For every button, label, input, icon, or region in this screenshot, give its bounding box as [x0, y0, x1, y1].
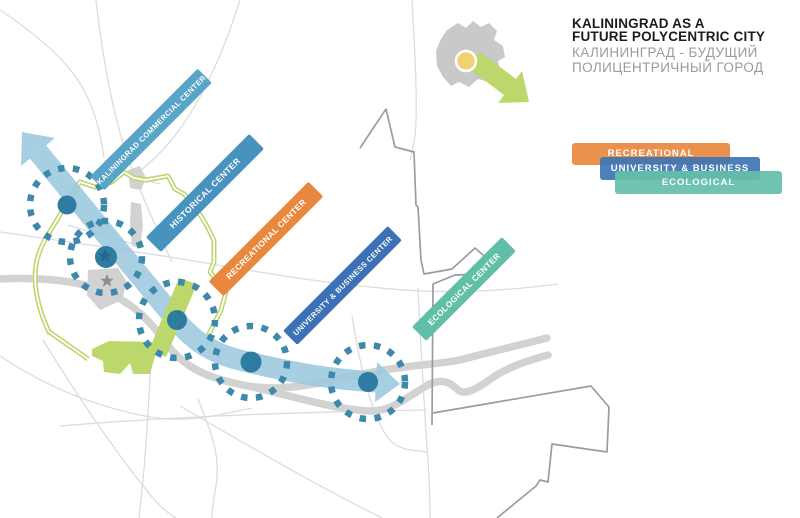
banner-commercial-center: KALININGRAD COMMERCIAL CENTER: [91, 69, 211, 190]
banner-bar: [283, 226, 402, 345]
banner-university-business-center: UNIVERSITY & BUSINESS CENTER: [283, 226, 402, 345]
banner-bar: [209, 182, 323, 296]
banner-ecological-center: ECOLOGICAL CENTER: [412, 237, 516, 341]
axis-arrowhead-northwest: [21, 132, 55, 166]
road-line: [42, 339, 177, 518]
landmark-stars: [97, 248, 114, 287]
node-rings: [26, 164, 409, 423]
page-title: KALININGRAD AS A FUTURE POLYCENTRIC CITY: [572, 16, 792, 44]
road-line: [135, 0, 241, 175]
banner-bar: [146, 134, 264, 252]
location-inset: [436, 21, 529, 103]
green-canal-core: [47, 330, 89, 360]
node-ring: [66, 217, 146, 297]
road-line: [138, 343, 153, 518]
star-icon: [100, 274, 114, 287]
road-line: [0, 231, 559, 293]
title-block: KALININGRAD AS A FUTURE POLYCENTRIC CITY…: [572, 16, 792, 75]
main-road: [244, 351, 552, 415]
node-dot: [57, 195, 77, 215]
page-subtitle: КАЛИНИНГРАД - БУДУЩИЙ ПОЛИЦЕНТРИЧНЫЙ ГОР…: [572, 45, 792, 75]
road-line: [409, 0, 417, 161]
road-line: [0, 355, 253, 420]
axis-arrowhead-east: [375, 362, 400, 402]
banner-bar: [91, 69, 211, 190]
banner-historical-center: HISTORICAL CENTER: [146, 134, 264, 252]
city-boundary-line: [432, 385, 610, 518]
banner-label: RECREATIONAL CENTER: [224, 197, 308, 281]
green-area: [92, 341, 157, 374]
inset-core-dot: [454, 49, 478, 73]
subtitle-line-1: КАЛИНИНГРАД - БУДУЩИЙ: [572, 45, 758, 60]
pond-area: [130, 202, 143, 248]
node-ring: [135, 278, 219, 362]
banner-bar: [412, 237, 516, 341]
road-line: [197, 398, 218, 518]
node-ring: [327, 341, 409, 423]
road-line: [0, 9, 105, 159]
star-icon: [97, 248, 113, 262]
node-ring: [26, 164, 108, 246]
legend-item-ecological: ECOLOGICAL: [615, 171, 782, 194]
road-line: [351, 315, 429, 453]
main-roads: [0, 274, 552, 415]
subtitle-line-2: ПОЛИЦЕНТРИЧНЫЙ ГОРОД: [572, 59, 764, 75]
inset-growth-arrow: [468, 52, 529, 103]
node-dot: [167, 310, 187, 330]
banner-label: UNIVERSITY & BUSINESS CENTER: [291, 234, 394, 337]
node-ring: [211, 322, 291, 402]
title-line-2: FUTURE POLYCENTRIC CITY: [572, 28, 766, 44]
city-boundary: [359, 108, 610, 518]
banner-label: ECOLOGICAL CENTER: [426, 251, 503, 328]
road-line: [179, 405, 383, 518]
title-line-1: KALININGRAD AS A: [572, 16, 705, 31]
node-dot: [240, 351, 262, 373]
banner-label: KALININGRAD COMMERCIAL CENTER: [95, 73, 208, 186]
node-dot: [358, 372, 378, 392]
